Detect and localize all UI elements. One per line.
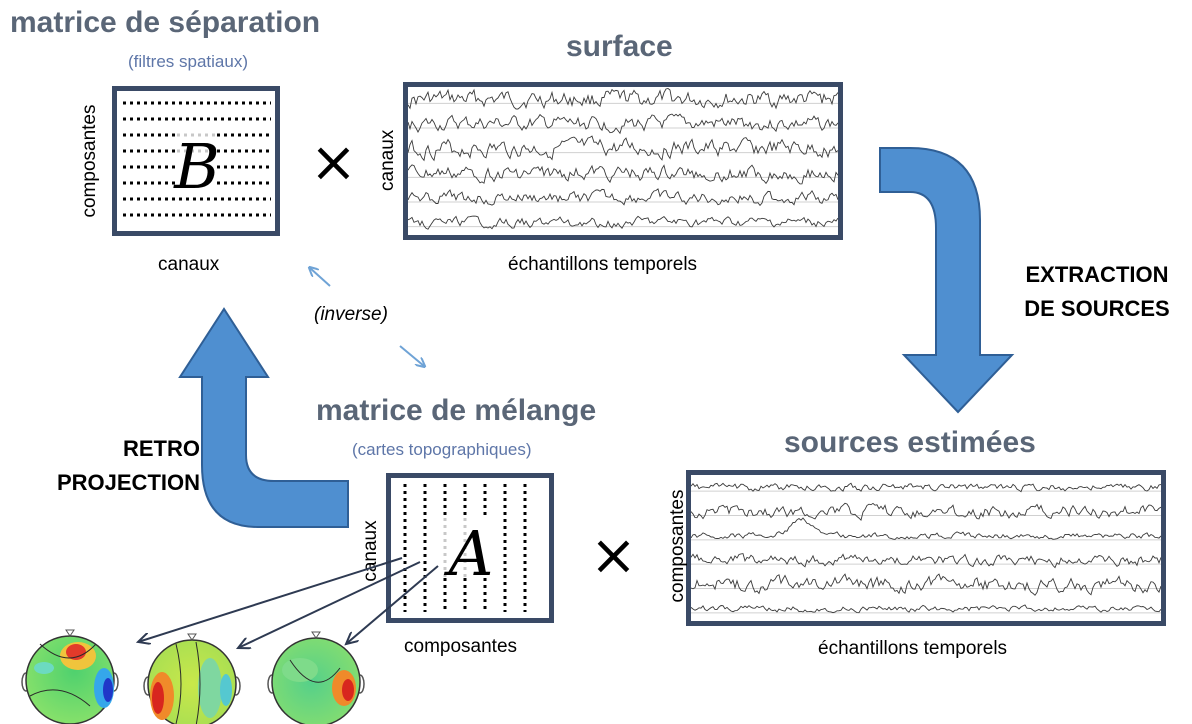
signal-trace — [691, 573, 1161, 596]
separation-matrix-box: B — [112, 86, 280, 236]
separation-row-label: composantes — [79, 104, 100, 218]
signal-trace — [408, 215, 838, 230]
topomap-area — [21, 557, 439, 724]
sources-row-label: composantes — [667, 489, 688, 603]
signal-trace — [691, 502, 1161, 521]
surface-col-label: échantillons temporels — [508, 254, 698, 275]
topomap-1 — [21, 629, 119, 724]
surface-signal-box — [403, 82, 843, 240]
backprojection-arrow — [178, 307, 349, 528]
mixing-matrix-subtitle: (cartes topographiques) — [352, 440, 532, 459]
surface-row-label: canaux — [377, 129, 398, 191]
backprojection-label-line1: RETRO — [123, 436, 200, 461]
extraction-arrow — [879, 147, 1015, 414]
separation-matrix-letter: B — [174, 130, 220, 203]
projection-arrow-1 — [138, 557, 403, 642]
backprojection-label: RETRO PROJECTION — [40, 432, 200, 500]
separation-matrix-subtitle: (filtres spatiaux) — [128, 52, 248, 71]
mixing-matrix-columns — [403, 484, 527, 612]
extraction-label-line2: DE SOURCES — [1024, 296, 1170, 321]
signal-trace — [691, 553, 1161, 569]
inverse-arrow-down — [399, 345, 424, 366]
signal-trace — [691, 604, 1161, 614]
sources-signal-box — [686, 470, 1166, 626]
surface-eeg-traces — [408, 88, 838, 230]
signal-trace — [691, 517, 1161, 540]
projection-arrow-2 — [238, 561, 421, 648]
multiply-symbol-bottom: × — [590, 523, 637, 588]
inverse-arrows — [300, 262, 440, 372]
extraction-label: EXTRACTION DE SOURCES — [1012, 258, 1182, 326]
extraction-label-line1: EXTRACTION — [1025, 262, 1169, 287]
separation-matrix-title: matrice de séparation — [10, 6, 321, 39]
mixing-col-label: composantes — [404, 636, 518, 657]
sources-col-label: échantillons temporels — [818, 638, 1008, 659]
sources-traces — [691, 482, 1161, 614]
signal-trace — [408, 188, 838, 207]
mixing-matrix-box: A — [386, 473, 554, 623]
mixing-matrix-letter: A — [448, 517, 494, 590]
signal-trace — [408, 164, 838, 185]
separation-matrix-rows — [123, 101, 271, 217]
inverse-arrow-up — [310, 268, 331, 287]
surface-title: surface — [566, 30, 673, 63]
signal-trace — [691, 482, 1161, 493]
signal-trace — [408, 135, 838, 162]
separation-col-label: canaux — [158, 254, 220, 275]
signal-trace — [408, 88, 838, 110]
topomap-3 — [267, 631, 365, 724]
inverse-label: (inverse) — [314, 304, 388, 325]
backprojection-label-line2: PROJECTION — [56, 470, 200, 495]
projection-arrow-3 — [346, 565, 439, 644]
topomap-2 — [143, 633, 241, 724]
mixing-matrix-title: matrice de mélange — [316, 394, 597, 427]
multiply-symbol-top: × — [310, 130, 357, 195]
signal-trace — [408, 113, 838, 135]
sources-title: sources estimées — [784, 426, 1036, 459]
